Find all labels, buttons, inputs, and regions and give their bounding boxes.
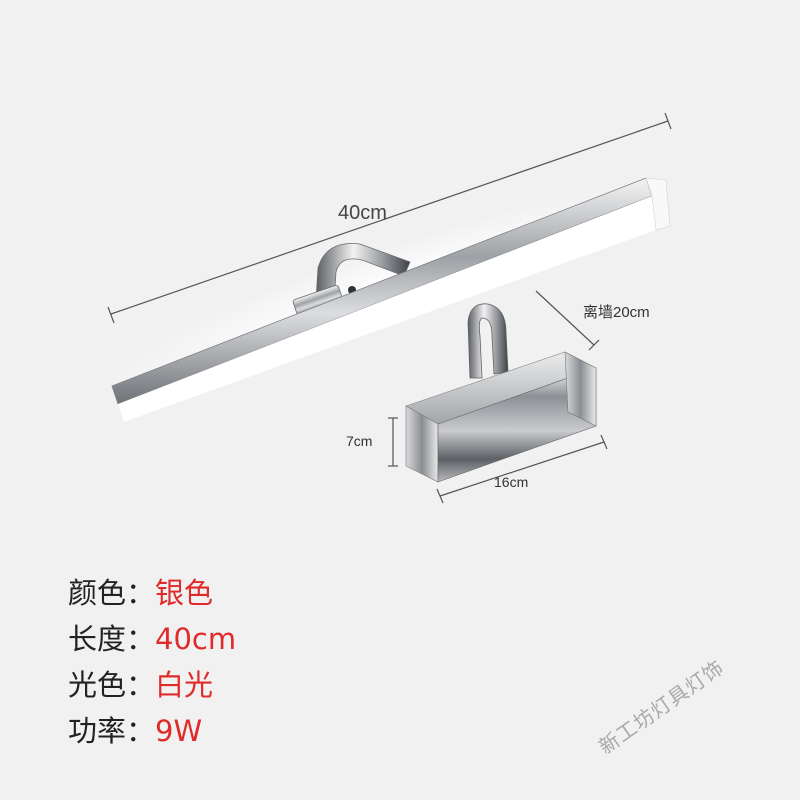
spec-value: 40cm [155,622,237,656]
spec-list: 颜色：银色 长度：40cm 光色：白光 功率：9W [68,574,236,758]
detail-arm [467,303,509,379]
width-dimension-line [436,434,608,504]
height-label: 7cm [346,433,373,449]
spec-separator: ： [126,576,156,610]
spec-key: 长度 [68,622,127,656]
spec-separator: ： [126,714,156,748]
spec-light-color: 光色：白光 [68,666,236,712]
spec-value: 银色 [155,576,214,610]
wall-distance-label: 离墙20cm [583,304,650,321]
detail-box [405,351,597,483]
spec-value: 9W [155,714,203,748]
length-dimension-line [107,112,672,324]
spec-color: 颜色：银色 [68,574,236,620]
spec-key: 颜色 [68,576,127,610]
spec-separator: ： [126,622,156,656]
height-dimension-line [388,417,398,467]
width-label: 16cm [494,474,529,490]
light-bar [111,177,671,422]
spec-separator: ： [126,668,156,702]
spec-value: 白光 [155,668,214,702]
spec-key: 功率 [68,714,127,748]
wall-distance-line [535,290,600,351]
spec-length: 长度：40cm [68,620,236,666]
spec-key: 光色 [68,668,127,702]
length-label: 40cm [338,202,387,224]
spec-power: 功率：9W [68,712,236,758]
